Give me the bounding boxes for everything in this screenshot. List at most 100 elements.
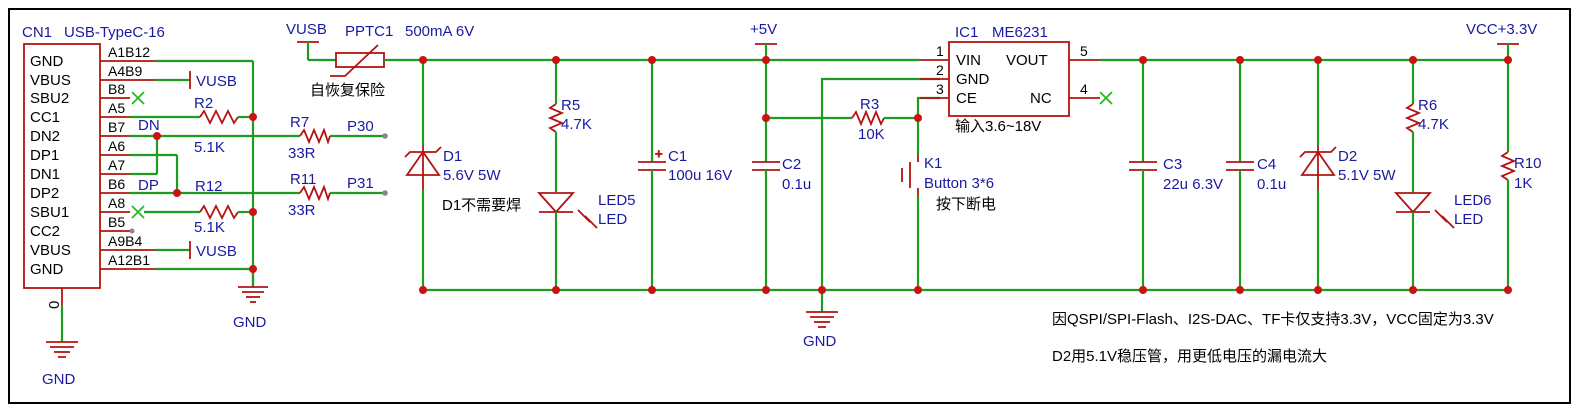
fuse-pptc1[interactable] [330, 44, 385, 77]
net-label-vusb-input: VUSB [286, 21, 327, 38]
cn1-ref: CN1 [22, 24, 52, 41]
ic1-ref: IC1 [955, 24, 978, 41]
junction-dots [153, 56, 1512, 294]
r12-ref: R12 [195, 178, 223, 195]
rail-3v3 [920, 58, 1508, 292]
zener-diode-d1[interactable] [404, 60, 442, 290]
r6-ref: R6 [1418, 97, 1437, 114]
pin-name: SBU2 [30, 90, 69, 107]
note-vcc-fixed: 因QSPI/SPI-Flash、I2S-DAC、TF卡仅支持3.3V，VCC固定… [1052, 311, 1494, 328]
pin-number: B5 [108, 214, 125, 230]
ic1-pin-vout: VOUT [1006, 52, 1048, 69]
k1-note: 按下断电 [936, 196, 996, 213]
net-label-dp: DP [138, 177, 159, 194]
cc2-pin-end [129, 228, 135, 234]
resistor-r5[interactable] [547, 103, 565, 133]
pushbutton-k1[interactable] [901, 155, 919, 195]
capacitor-c4[interactable] [1226, 161, 1254, 171]
pin-name: GND [30, 53, 64, 70]
regulator-ic1[interactable] [920, 41, 1100, 117]
connector-gnd-wires [60, 59, 255, 342]
c4-ref: C4 [1257, 156, 1276, 173]
ic1-pin-ce: CE [956, 90, 977, 107]
resistor-r12[interactable] [199, 203, 239, 221]
pin-number: B8 [108, 81, 125, 97]
ic1-pin-gnd: GND [956, 71, 990, 88]
ground-icon [806, 311, 838, 328]
gnd-label: GND [803, 333, 837, 350]
pin-name: VBUS [30, 242, 71, 259]
resistor-r6[interactable] [1404, 103, 1422, 133]
led-led6[interactable] [1393, 192, 1455, 229]
net-label-5v: +5V [750, 21, 777, 38]
ic1-pin-vin: VIN [956, 52, 981, 69]
resistor-r10[interactable] [1499, 151, 1517, 181]
r2-value: 5.1K [194, 139, 225, 156]
r5-value: 4.7K [561, 116, 592, 133]
c3-value: 22u 6.3V [1163, 176, 1223, 193]
pin-number: A4B9 [108, 63, 142, 79]
no-connect-icon [1099, 91, 1113, 105]
ground-icon [46, 341, 78, 358]
c3-ref: C3 [1163, 156, 1182, 173]
c4-value: 0.1u [1257, 176, 1286, 193]
r5-ref: R5 [561, 97, 580, 114]
resistor-r7[interactable] [299, 127, 331, 145]
ce-wires [916, 96, 940, 290]
p31-port[interactable] [382, 190, 388, 196]
d2-value: 5.1V 5W [1338, 167, 1396, 184]
net-label-vusb: VUSB [196, 243, 237, 260]
resistor-r11[interactable] [299, 184, 331, 202]
gnd-label: GND [42, 371, 76, 388]
ic1-note: 输入3.6~18V [955, 118, 1041, 135]
ic1-pin-number: 5 [1080, 43, 1088, 59]
ic1-pin-number: 4 [1080, 81, 1088, 97]
r7-value: 33R [288, 145, 316, 162]
r3-value: 10K [858, 126, 885, 143]
d1-ref: D1 [443, 148, 462, 165]
pptc1-note: 自恢复保险 [310, 81, 385, 99]
pin-name: DN1 [30, 166, 60, 183]
ic1-pin-nc: NC [1030, 90, 1052, 107]
pin-number: A8 [108, 195, 125, 211]
ic-gnd-wires [820, 77, 940, 312]
r7-ref: R7 [290, 114, 309, 131]
pin-number: A5 [108, 100, 125, 116]
c1-ref: C1 [668, 148, 687, 165]
ground-icon [238, 286, 268, 303]
net-label-vcc: VCC+3.3V [1466, 21, 1537, 38]
c2-ref: C2 [782, 156, 801, 173]
d2-ref: D2 [1338, 148, 1357, 165]
ic1-pin-number: 3 [936, 81, 944, 97]
pin-name: VBUS [30, 72, 71, 89]
ic1-pin-number: 1 [936, 43, 944, 59]
pin-number: A6 [108, 138, 125, 154]
vusb-flag-icon [155, 71, 191, 259]
no-connect-icon [131, 91, 145, 219]
resistor-r3[interactable] [851, 109, 885, 127]
net-label-dn: DN [138, 117, 160, 134]
d1-note: D1不需要焊 [442, 197, 521, 214]
r10-value: 1K [1514, 175, 1532, 192]
r10-ref: R10 [1514, 155, 1542, 172]
r11-ref: R11 [290, 171, 316, 188]
led5-value: LED [598, 211, 627, 228]
cn1-shell-pin: 0 [46, 301, 63, 309]
resistor-r2[interactable] [199, 108, 239, 126]
polarity-plus-icon: + [655, 146, 663, 161]
pin-number: A9B4 [108, 233, 142, 249]
zener-diode-d2[interactable] [1299, 60, 1337, 290]
usb-connector-cn1[interactable]: CN1 USB-TypeC-16 GND VBUS SBU2 CC1 DN2 D… [22, 24, 165, 309]
k1-ref: K1 [924, 155, 942, 172]
d1-value: 5.6V 5W [443, 167, 501, 184]
pin-name: DP2 [30, 185, 59, 202]
p30-port[interactable] [382, 133, 388, 139]
capacitor-c3[interactable] [1129, 161, 1157, 171]
led5-ref: LED5 [598, 192, 636, 209]
net-label-p31: P31 [347, 175, 374, 192]
pin-number: A1B12 [108, 44, 150, 60]
capacitor-c2[interactable] [752, 161, 780, 171]
ic1-pin-number: 2 [936, 62, 944, 78]
led-led5[interactable] [536, 192, 598, 229]
